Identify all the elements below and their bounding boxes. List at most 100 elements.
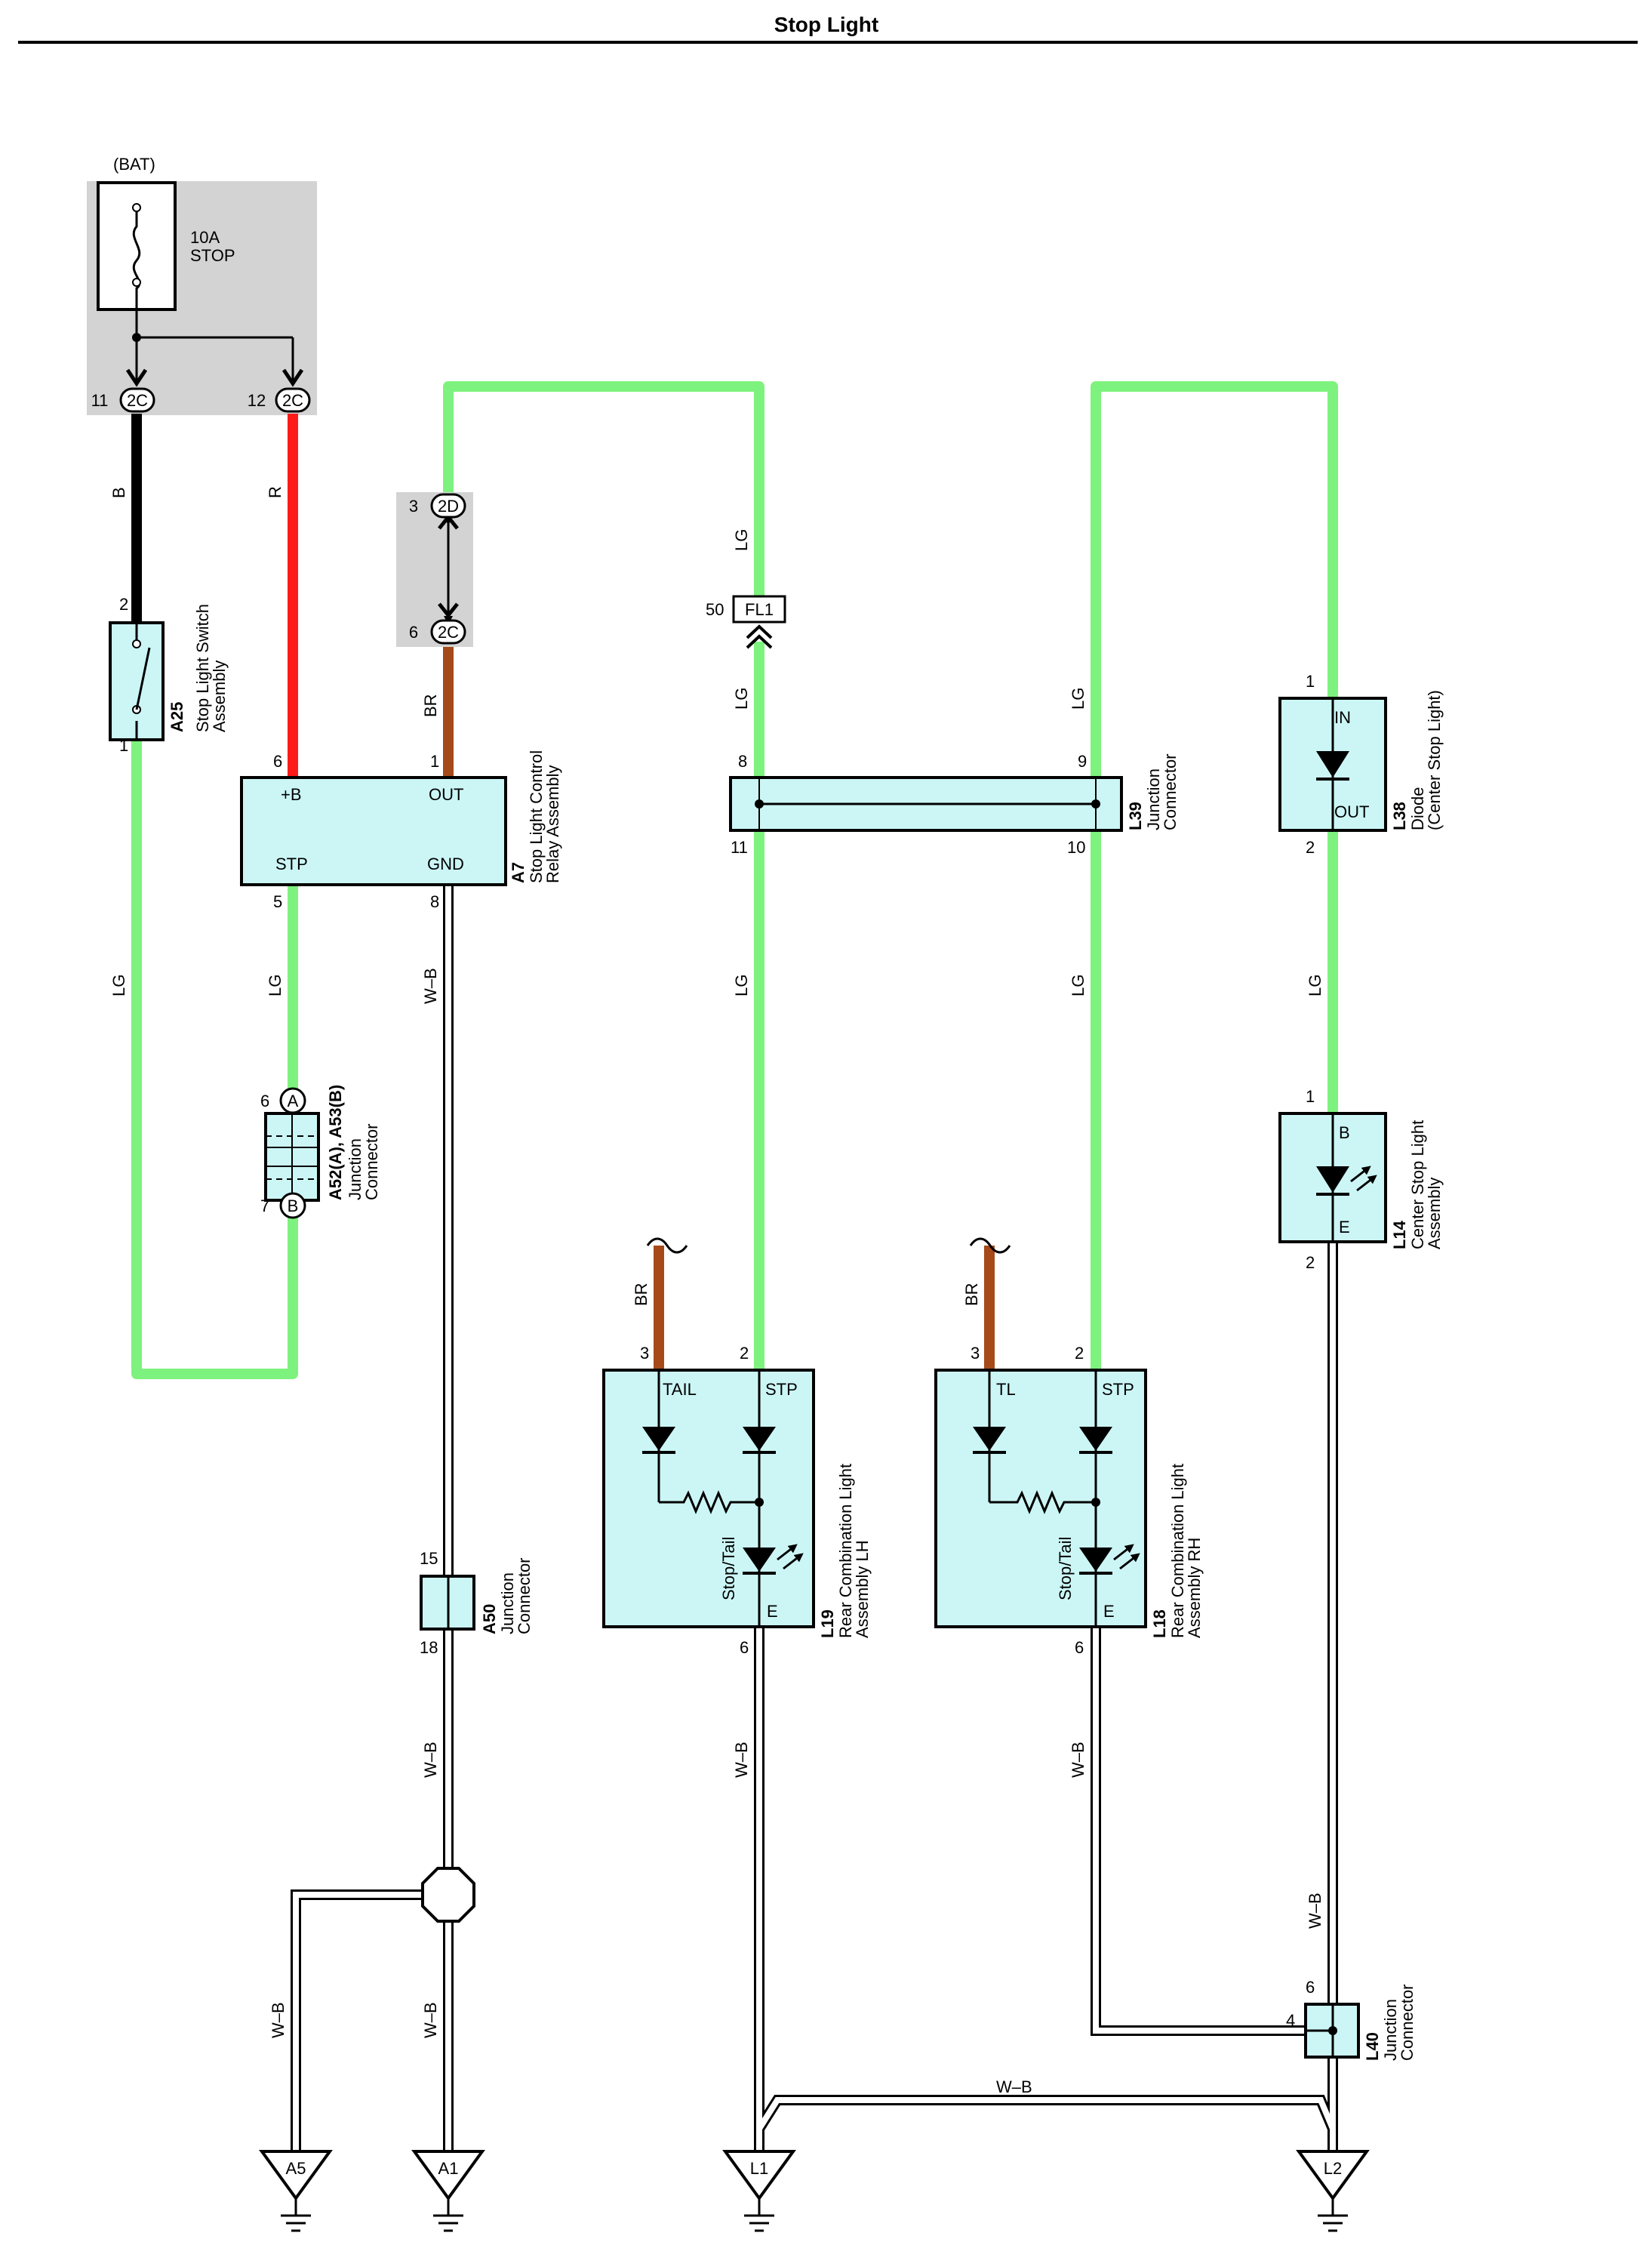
terminal-label: E	[1103, 1602, 1115, 1621]
pin-number: 3	[971, 1344, 980, 1363]
svg-text:L1: L1	[750, 2159, 768, 2178]
led-icon	[1079, 1548, 1112, 1572]
pin-number: 12	[248, 391, 266, 410]
connector-fl1: FL1 50	[706, 595, 786, 649]
terminal-label: OUT	[429, 785, 463, 804]
terminal-label: B	[1339, 1123, 1350, 1142]
bat-label: (BAT)	[113, 155, 155, 174]
component-name: Stop Light Switch	[193, 604, 212, 732]
component-name: Rear Combination Light	[836, 1464, 855, 1638]
wire-label-lg: LG	[1069, 688, 1087, 710]
junction-a50: 15 18 A50 Junction Connector	[420, 1549, 534, 1657]
connector-2c-11	[119, 387, 155, 413]
pin-number: 6	[1306, 1978, 1315, 1997]
pin-number: 2	[740, 1344, 749, 1363]
ground-icon	[411, 2150, 485, 2201]
diode-icon	[973, 1427, 1006, 1451]
pin-number: 6	[1075, 1638, 1084, 1657]
pin-number: 11	[91, 391, 109, 410]
wire-label-lg: LG	[732, 529, 751, 551]
component-code: A25	[168, 702, 186, 732]
wire-label-br: BR	[421, 694, 440, 717]
wire-lg-top-left	[443, 381, 764, 596]
wire-label-lg: LG	[1069, 975, 1087, 996]
terminal-label: E	[1339, 1218, 1350, 1236]
pin-number: 18	[420, 1638, 438, 1657]
lamp-l18: TL STP Stop/Tail E 3 2 6 L18 Rear Combin…	[934, 1237, 1204, 1657]
component-name: Connector	[362, 1123, 381, 1200]
connector-code: A	[288, 1092, 299, 1110]
component-name: Stop Light Control	[527, 750, 546, 883]
wire-label-wb: W–B	[421, 1742, 440, 1778]
ground-a1: A1	[411, 2150, 485, 2232]
terminal-label: E	[767, 1602, 778, 1621]
component-code: L19	[818, 1609, 837, 1638]
lamp-l19: TAIL STP Stop/Tail E 3 2 6 L19 Rear Comb…	[602, 1237, 872, 1657]
terminal-label: STP	[1102, 1380, 1134, 1399]
pin-number: 1	[1306, 672, 1315, 691]
terminal-label: STP	[275, 855, 308, 873]
connector-code: FL1	[745, 600, 774, 619]
diode-icon	[743, 1427, 776, 1451]
connector-arrow-icon	[746, 624, 773, 649]
component-name: Connector	[1398, 1984, 1417, 2061]
component-name: (Center Stop Light)	[1425, 690, 1444, 830]
svg-text:L2: L2	[1324, 2159, 1342, 2178]
pin-number: 9	[1078, 752, 1087, 771]
diode-icon	[1316, 751, 1349, 778]
fuse-block: (BAT) 10A STOP 2C 11 2C 12	[87, 155, 317, 415]
wire-label-br: BR	[962, 1283, 981, 1306]
wire-label-lg: LG	[1306, 975, 1324, 996]
junction-l40: 6 4 L40 Junction Connector	[1286, 1978, 1417, 2061]
wire-label-r: R	[266, 486, 285, 498]
wire-label-lg: LG	[732, 975, 751, 996]
component-code: L14	[1390, 1220, 1409, 1249]
connector-2c-12	[275, 387, 311, 413]
relay-a7: +B OUT STP GND 6 1 5 8 A7 Stop Light Con…	[240, 750, 562, 911]
component-code: L39	[1126, 802, 1145, 830]
junction-a52-a53: A B 6 7 A52(A), A53(B) Junction Connecto…	[260, 1085, 381, 1219]
wire-label-wb: W–B	[1306, 1892, 1324, 1929]
ground-icon	[722, 2150, 796, 2201]
component-name: Assembly	[210, 661, 229, 732]
diode-icon	[1079, 1427, 1112, 1451]
connector-code: 2D	[438, 497, 459, 516]
terminal-label: TL	[996, 1380, 1016, 1399]
pin-number: 15	[420, 1549, 438, 1568]
pin-number: 2	[119, 595, 128, 614]
wire-label-lg: LG	[109, 975, 128, 996]
pin-number: 2	[1306, 838, 1315, 857]
pin-number: 10	[1067, 838, 1085, 857]
wire-label-wb: W–B	[421, 2002, 440, 2038]
terminal-label: OUT	[1334, 802, 1369, 821]
connector-code: 2C	[438, 623, 459, 642]
component-code: L38	[1390, 802, 1409, 830]
terminal-label: GND	[427, 855, 464, 873]
wire-labels: B R BR LG LG W–B LG LG LG LG LG LG BR BR…	[109, 486, 1324, 2096]
ground-a5: A5	[259, 2150, 333, 2232]
component-name: Assembly LH	[853, 1540, 872, 1638]
connector-arrow-icon	[438, 602, 459, 619]
pin-number: 1	[1306, 1087, 1315, 1106]
pin-number: 50	[706, 600, 724, 619]
terminal-label: IN	[1334, 708, 1351, 727]
pin-number: 11	[731, 838, 748, 857]
terminal-label: STP	[765, 1380, 798, 1399]
connector-code: 2C	[127, 391, 148, 410]
fuse-amp: 10A	[190, 228, 220, 247]
lamp-l14: B E 1 2 L14 Center Stop Light Assembly	[1278, 1087, 1444, 1272]
pin-number: 6	[409, 623, 418, 642]
terminal-label: +B	[281, 785, 302, 804]
ground-icon	[1296, 2150, 1370, 2201]
splice-octagon-icon	[421, 1867, 475, 1923]
diode-icon	[642, 1427, 675, 1451]
relay-body	[240, 776, 507, 886]
component-name: Assembly	[1425, 1178, 1444, 1249]
terminal-label: Stop/Tail	[1056, 1537, 1075, 1600]
connector-code: B	[288, 1196, 299, 1215]
wire-lg-top-right	[1091, 381, 1338, 778]
wire-label-wb: W–B	[996, 2077, 1032, 2096]
component-code: A7	[509, 862, 528, 883]
connector-arrow-icon	[281, 368, 304, 387]
terminal-label: TAIL	[663, 1380, 697, 1399]
